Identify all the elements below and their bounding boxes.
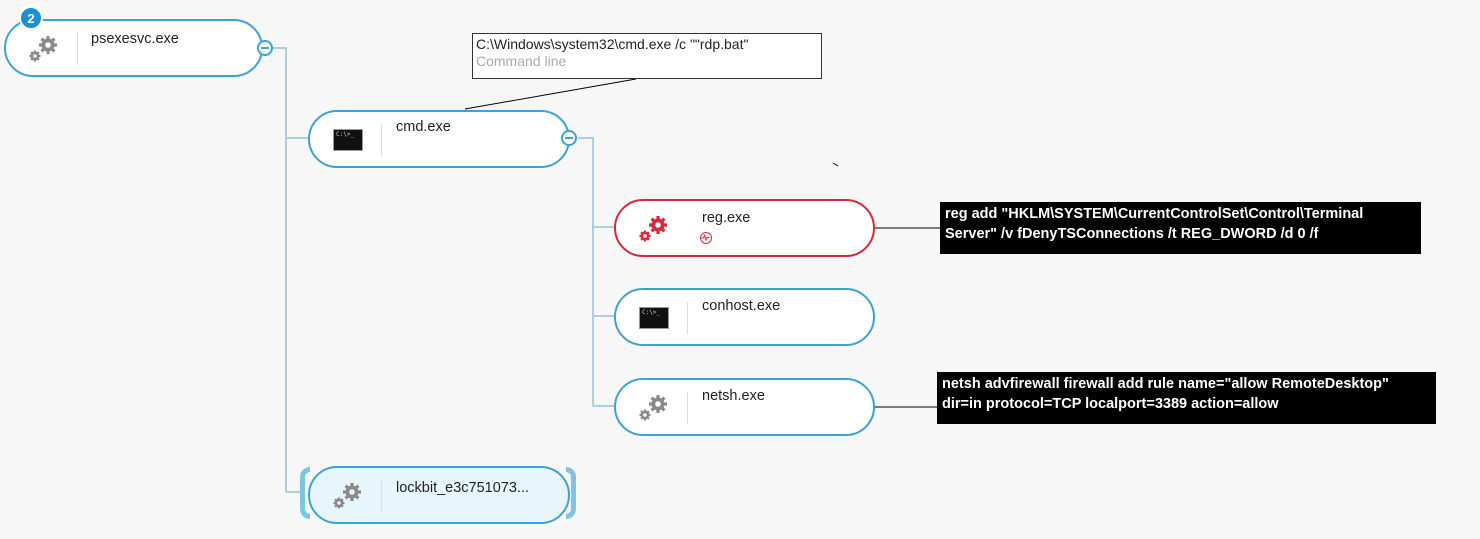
process-name: conhost.exe (702, 298, 781, 314)
gears-icon (636, 393, 672, 423)
console-icon: C:\>_ (330, 125, 366, 155)
netsh-command-callout: netsh advfirewall firewall add rule name… (937, 372, 1436, 424)
node-separator (381, 480, 382, 512)
gears-icon (330, 481, 366, 511)
alert-indicator-icon (700, 232, 712, 244)
node-separator (381, 124, 382, 156)
command-line-tooltip: C:\Windows\system32\cmd.exe /c ""rdp.bat… (472, 33, 822, 79)
process-name: cmd.exe (396, 119, 451, 135)
collapse-button-psexesvc[interactable] (257, 40, 273, 56)
process-node-psexesvc[interactable]: psexesvc.exe (4, 19, 263, 77)
console-icon: C:\>_ (636, 303, 672, 333)
process-node-reg[interactable]: reg.exe (614, 199, 875, 257)
gears-alert-icon (636, 214, 672, 244)
process-name: psexesvc.exe (91, 31, 179, 47)
collapse-button-cmd[interactable] (561, 130, 577, 146)
process-name: netsh.exe (702, 388, 765, 404)
gears-icon (26, 34, 62, 64)
selection-bracket-left (300, 467, 310, 519)
process-node-lockbit[interactable]: lockbit_e3c751073... (308, 466, 570, 524)
process-name: lockbit_e3c751073... (396, 480, 530, 496)
instance-count-badge: 2 (19, 6, 43, 30)
selection-bracket-right (566, 467, 576, 519)
command-line-label: Command line (476, 53, 567, 69)
node-separator (687, 302, 688, 334)
reg-command-callout: reg add "HKLM\SYSTEM\CurrentControlSet\C… (940, 202, 1421, 254)
connector-root-trunk (266, 47, 287, 492)
node-separator (77, 33, 78, 65)
command-line-value: C:\Windows\system32\cmd.exe /c ""rdp.bat… (476, 36, 749, 52)
node-separator (687, 392, 688, 424)
process-node-cmd[interactable]: C:\>_ cmd.exe (308, 110, 570, 168)
process-node-conhost[interactable]: C:\>_ conhost.exe (614, 288, 875, 346)
cmdline-pointer (464, 78, 637, 110)
stray-mark (832, 162, 839, 167)
process-node-netsh[interactable]: netsh.exe (614, 378, 875, 436)
connector-cmd-trunk (578, 137, 594, 406)
process-name: reg.exe (702, 210, 751, 226)
